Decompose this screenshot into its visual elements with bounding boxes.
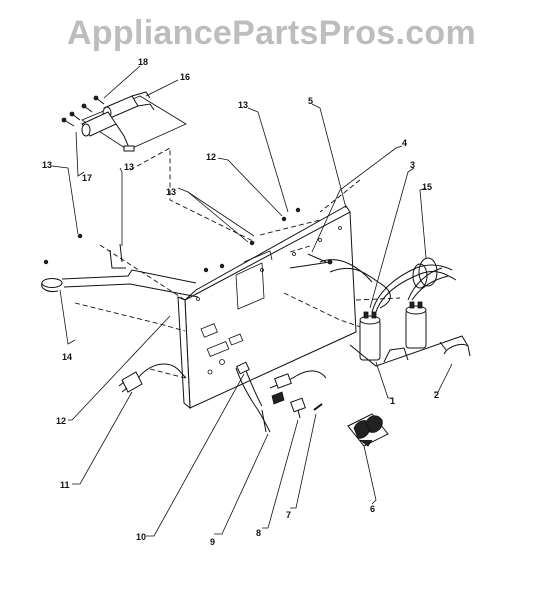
screws-18 bbox=[61, 95, 105, 127]
fasteners-13 bbox=[43, 207, 301, 273]
callout-4: 4 bbox=[402, 138, 407, 148]
pin-7 bbox=[313, 403, 323, 411]
callout-2: 2 bbox=[434, 390, 439, 400]
control-panel bbox=[177, 205, 357, 410]
support-rail bbox=[41, 243, 199, 298]
callout-13-panel: 13 bbox=[166, 187, 176, 197]
fuse-clip bbox=[347, 413, 389, 447]
callout-16: 16 bbox=[180, 72, 190, 82]
callout-13-top: 13 bbox=[238, 100, 248, 110]
callout-14: 14 bbox=[62, 352, 72, 362]
callout-3: 3 bbox=[410, 160, 415, 170]
callout-8: 8 bbox=[256, 528, 261, 538]
thermistor-assembly bbox=[61, 91, 187, 152]
power-cord bbox=[118, 363, 187, 393]
callout-13-center: 13 bbox=[124, 162, 134, 172]
callout-10: 10 bbox=[136, 532, 146, 542]
capacitor-bracket bbox=[349, 335, 471, 367]
callout-5: 5 bbox=[308, 96, 313, 106]
leader-lines bbox=[51, 65, 453, 537]
capacitors bbox=[359, 301, 427, 361]
callout-17: 17 bbox=[82, 173, 92, 183]
callout-6: 6 bbox=[370, 504, 375, 514]
wire-harness bbox=[289, 253, 457, 313]
callout-7: 7 bbox=[286, 510, 291, 520]
callout-11: 11 bbox=[60, 480, 70, 490]
switch-assembly bbox=[235, 361, 327, 433]
terminal-block bbox=[290, 397, 306, 419]
watermark-text: AppliancePartsPros.com bbox=[66, 14, 477, 52]
callout-9: 9 bbox=[210, 537, 215, 547]
callout-12-top: 12 bbox=[206, 152, 216, 162]
callout-13-left: 13 bbox=[42, 160, 52, 170]
callout-18: 18 bbox=[138, 57, 148, 67]
callout-1: 1 bbox=[390, 396, 395, 406]
callout-15: 15 bbox=[422, 182, 432, 192]
thermistor-17 bbox=[81, 111, 135, 152]
callout-labels: 18 16 17 13 13 13 13 5 4 3 15 12 12 14 1… bbox=[42, 57, 439, 547]
callout-12-bottom: 12 bbox=[56, 416, 66, 426]
